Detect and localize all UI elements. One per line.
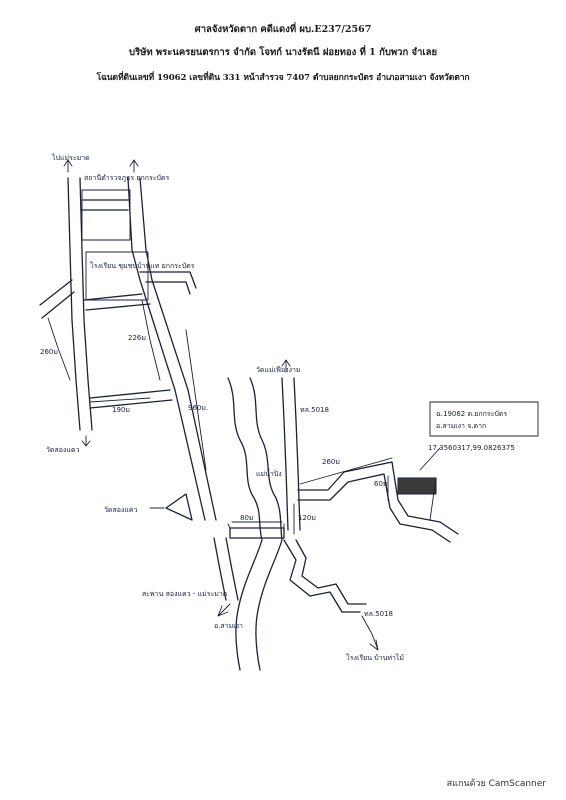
cross-street-lower xyxy=(89,389,173,409)
label-260-left: 260ม xyxy=(40,348,58,356)
arrow-to-school xyxy=(361,615,379,651)
cross-street-top xyxy=(81,199,129,211)
label-parcel-line2: อ.สามเงา จ.ตาก xyxy=(436,422,486,430)
road-to-sam-ngao xyxy=(213,537,239,601)
label-120: 120ม xyxy=(298,514,316,522)
temple-triangle-icon xyxy=(165,493,193,521)
label-sam-ngao: อ.สามเงา xyxy=(214,622,243,630)
parcel-info-box xyxy=(429,401,539,437)
north-arrow-center xyxy=(129,159,139,173)
label-to-mae-ramat: ไปแม่ระมาด xyxy=(51,153,90,162)
label-school: โรงเรียน ชุมชนบ้านแท ยกกระบัตร xyxy=(90,261,195,270)
label-190: 190ม xyxy=(112,406,130,414)
label-wat-triangle: วัดสองแคว xyxy=(104,506,138,514)
bridge-shape xyxy=(229,527,285,539)
north-arrow-right xyxy=(281,359,291,373)
center-road-east-edge xyxy=(139,177,217,521)
dim-line-260-left xyxy=(47,317,71,381)
dim-line-260-right xyxy=(299,457,393,485)
label-road-bottom: ทล.5018 xyxy=(364,610,393,618)
dim-line-80 xyxy=(227,521,285,529)
label-school-bottom: โรงเรียน บ้านท่าไม้ xyxy=(346,653,404,662)
south-arrow-left xyxy=(81,435,91,447)
river-west-bank xyxy=(227,377,263,671)
river-east-bank xyxy=(249,377,283,671)
north-arrow-left xyxy=(63,159,73,173)
east-branch-road xyxy=(139,271,197,295)
subject-parcel xyxy=(397,477,437,495)
label-parcel-line1: ฉ.19062 ต.ยกกระบัตร xyxy=(436,410,507,418)
label-80: 80ม xyxy=(240,514,254,522)
court-case-heading: ศาลจังหวัดตาก คดีแดงที่ ผบ.E237/2567 xyxy=(194,24,372,35)
label-wat-top: วัดแม่เฟืองงาม xyxy=(256,366,301,374)
parcel-access-north-edge xyxy=(297,461,459,535)
label-260-right: 260ม xyxy=(322,458,340,466)
left-road-west-edge xyxy=(67,177,81,431)
label-bridge: สะพาน สองแคว - แม่ระมาด xyxy=(142,590,227,598)
center-road-west-edge xyxy=(127,177,206,521)
label-wat-left: วัดสองแคว xyxy=(46,446,80,454)
label-river: แม่น้ำปิง xyxy=(256,467,282,478)
label-60: 60ม xyxy=(374,480,388,488)
dim-line-960 xyxy=(185,329,207,471)
parcel-leader-line xyxy=(419,447,441,471)
label-960: 960ม. xyxy=(188,404,208,412)
label-road-top: ทล.5018 xyxy=(300,406,329,414)
label-parcel-coords: 17.3560317,99.0826375 xyxy=(428,444,515,452)
parcel-boundary xyxy=(429,477,437,521)
label-police-station: สถานีตำรวจภูธร ยกกระบัตร xyxy=(84,174,169,182)
cross-street-mid xyxy=(83,293,151,311)
right-road-west-edge xyxy=(281,377,289,531)
right-road-east-edge xyxy=(293,377,301,531)
dim-line-190 xyxy=(89,397,151,403)
title-deed-line: โฉนดที่ดินเลขที่ 19062 เลขที่ดิน 331 หน้… xyxy=(96,73,470,83)
dim-line-226 xyxy=(141,299,161,381)
left-road-east-edge xyxy=(79,177,93,431)
label-226: 226ม xyxy=(128,334,146,342)
police-station-box xyxy=(81,189,131,241)
scanner-watermark: สแกนด้วย CamScanner xyxy=(446,779,546,789)
school-box xyxy=(85,251,149,301)
parcel-access-south-edge xyxy=(297,473,451,543)
west-branch-road xyxy=(39,279,75,319)
arrow-to-sam-ngao xyxy=(217,603,231,617)
zigzag-road-west xyxy=(283,539,361,613)
parties-line: บริษัท พระนครยนตรการ จำกัด โจทก์ นางรัตน… xyxy=(128,47,438,58)
zigzag-road-east xyxy=(295,539,367,605)
